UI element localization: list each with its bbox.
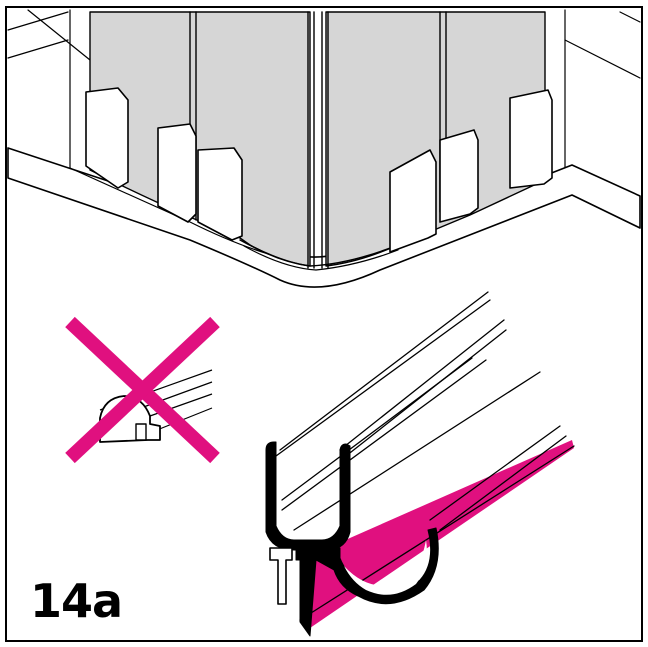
correct-seal-profile (265, 291, 575, 637)
shower-enclosure (7, 9, 641, 288)
glass-right (325, 11, 546, 267)
door-handles (85, 87, 553, 253)
step-number: 14a (30, 574, 123, 628)
cross-icon (65, 316, 220, 464)
